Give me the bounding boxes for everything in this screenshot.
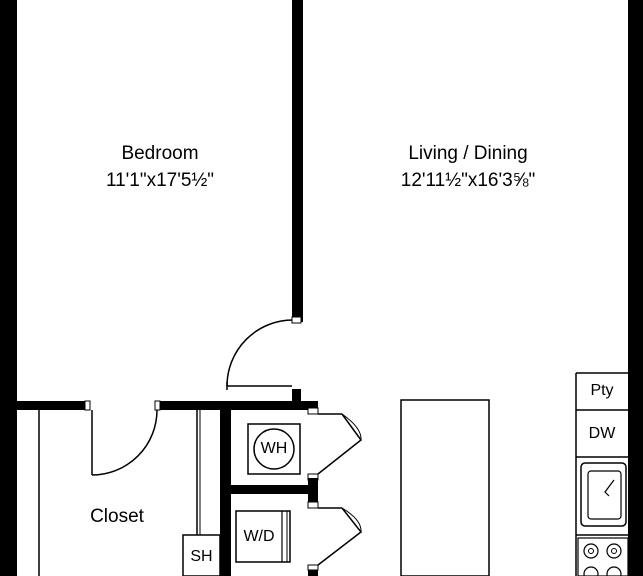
- bedroom-dimensions: 11'1"x17'5½": [105, 170, 215, 191]
- shelf-box: [182, 534, 221, 576]
- kitchen-island: [400, 399, 490, 576]
- utility-right-wall-mid: [308, 478, 318, 508]
- water-heater-label: WH: [260, 440, 288, 457]
- closet-label: Closet: [90, 506, 144, 527]
- bedroom-label: Bedroom: [121, 143, 199, 164]
- closet-top-wall-left: [17, 401, 87, 410]
- wh-door: [317, 413, 363, 475]
- range-icon: [577, 537, 629, 576]
- utility-right-wall-top: [308, 401, 318, 411]
- sink-icon: [580, 462, 627, 527]
- living-dining-label: Living / Dining: [408, 143, 528, 164]
- closet-door: [91, 409, 158, 476]
- left-exterior-wall: [0, 0, 17, 576]
- shelf-label: SH: [190, 548, 213, 565]
- water-heater-box: [247, 423, 301, 475]
- living-dining-dimensions: 12'11½"x16'3⅝": [400, 170, 536, 191]
- bedroom-door: [226, 316, 302, 390]
- wd-door: [317, 507, 363, 566]
- right-exterior-wall: [628, 0, 643, 576]
- washer-dryer-box: [235, 510, 291, 563]
- pantry-label: Pty: [590, 382, 614, 399]
- washer-dryer-label: W/D: [243, 528, 275, 545]
- closet-top-wall-right: [158, 401, 318, 410]
- dishwasher-label: DW: [588, 425, 616, 442]
- water-heater-icon: [253, 428, 295, 470]
- utility-mid-wall: [220, 485, 318, 494]
- bedroom-living-partition: [292, 0, 303, 322]
- partition-stub: [292, 389, 301, 401]
- kitchen-counter: [575, 372, 628, 576]
